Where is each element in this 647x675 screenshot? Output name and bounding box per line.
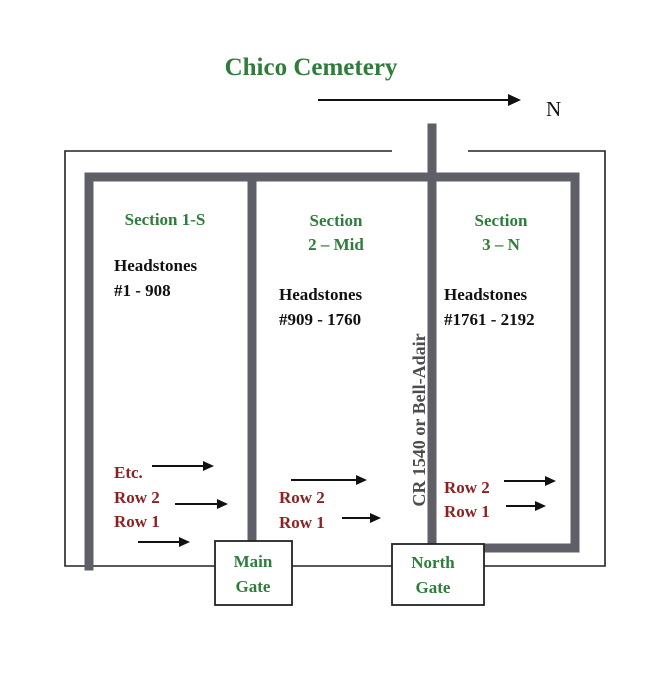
main-gate-box	[214, 540, 293, 606]
section-1-row-etc: Etc.	[114, 463, 143, 482]
row-arrow-etc-head	[203, 461, 214, 471]
section-1-headstones-label: Headstones	[114, 256, 198, 275]
outer-boundary	[64, 150, 606, 567]
section-2-row-2: Row 2	[279, 488, 325, 507]
section-2-headstones-label: Headstones	[279, 285, 363, 304]
row-arrows	[138, 461, 556, 547]
north-gate-line1: North	[411, 553, 455, 572]
north-gate-box	[391, 543, 485, 606]
row-arrow-s3-row1-head	[535, 501, 546, 511]
north-gate: North Gate	[391, 543, 485, 606]
main-gate-line2: Gate	[236, 577, 271, 596]
section-3-name-line2: 3 – N	[482, 235, 521, 254]
section-2-row-1: Row 1	[279, 513, 325, 532]
map-title: Chico Cemetery	[225, 54, 398, 81]
section-walls	[84, 123, 580, 571]
section-1-row-1: Row 1	[114, 512, 160, 531]
section-3-name-line1: Section	[475, 211, 528, 230]
road-label: CR 1540 or Bell-Adair	[409, 333, 429, 506]
north-arrow-head	[508, 94, 521, 106]
main-gate-line1: Main	[234, 552, 273, 571]
row-arrow-s1-row2-head	[217, 499, 228, 509]
section-1-name: Section 1-S	[125, 210, 206, 229]
row-arrow-s3-row2-head	[545, 476, 556, 486]
row-arrow-s2-top-head	[356, 475, 367, 485]
section-3-headstones-range: #1761 - 2192	[444, 310, 535, 329]
section-outer-wall	[84, 172, 580, 571]
section-2: Section 2 – Mid Headstones #909 - 1760 R…	[279, 211, 364, 532]
section-1-headstones-range: #1 - 908	[114, 281, 171, 300]
section-2-headstones-range: #909 - 1760	[279, 310, 361, 329]
north-arrow	[318, 94, 521, 106]
row-arrow-s2-row1-head	[370, 513, 381, 523]
row-arrow-s1-row1-head	[179, 537, 190, 547]
section-2-name-line2: 2 – Mid	[308, 235, 364, 254]
main-gate: Main Gate	[214, 540, 293, 606]
north-gate-line2: Gate	[416, 578, 451, 597]
north-label: N	[546, 97, 561, 121]
section-1: Section 1-S Headstones #1 - 908 Etc. Row…	[114, 210, 205, 531]
section-3-headstones-label: Headstones	[444, 285, 528, 304]
section-3: Section 3 – N Headstones #1761 - 2192 Ro…	[444, 211, 535, 521]
outer-boundary-right	[468, 150, 606, 567]
section-1-row-2: Row 2	[114, 488, 160, 507]
section-2-name-line1: Section	[310, 211, 363, 230]
section-3-row-1: Row 1	[444, 502, 490, 521]
outer-boundary-left	[64, 150, 392, 567]
section-3-row-2: Row 2	[444, 478, 490, 497]
